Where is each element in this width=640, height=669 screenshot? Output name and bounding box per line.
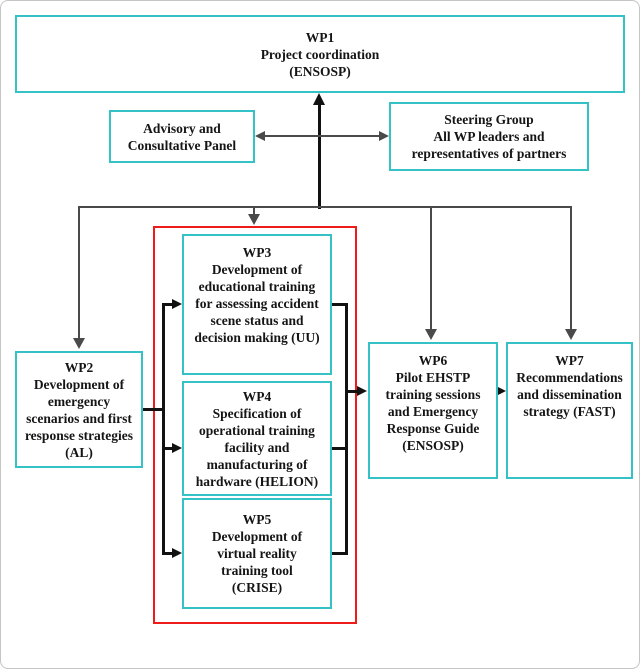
branch-to-wp6 xyxy=(430,206,432,329)
wp2-box: WP2 Development of emergency scenarios a… xyxy=(15,351,143,468)
wp7-box: WP7 Recommendations and dissemination st… xyxy=(506,342,633,479)
wp4-box: WP4 Specification of operational trainin… xyxy=(182,381,332,496)
wp3-title: WP3 xyxy=(242,245,272,260)
steering-group-box: Steering Group All WP leaders and repres… xyxy=(389,102,589,171)
stub-to-wp3 xyxy=(162,303,173,306)
arrow-up-icon xyxy=(313,93,325,105)
line-to-wp6 xyxy=(345,390,358,393)
stub-to-wp5 xyxy=(162,552,173,555)
wp1-vertical-connector xyxy=(318,105,321,209)
right-collector-line xyxy=(345,303,348,555)
wp4-output-line xyxy=(332,447,348,450)
distribution-line xyxy=(78,206,572,208)
arrow-right-icon xyxy=(496,386,506,396)
branch-to-group xyxy=(253,206,255,215)
wp5-box: WP5 Development of virtual reality train… xyxy=(182,498,332,609)
branch-to-wp7 xyxy=(570,206,572,329)
wp1-box: WP1 Project coordination (ENSOSP) xyxy=(15,15,625,93)
left-collector-line xyxy=(162,303,165,555)
arrow-right-icon xyxy=(172,299,182,309)
arrow-right-icon xyxy=(379,131,389,141)
wp1-title: WP1 xyxy=(305,29,335,45)
advisory-panel-box: Advisory and Consultative Panel xyxy=(109,110,255,163)
wp3-output-line xyxy=(332,303,348,306)
wp2-title: WP2 xyxy=(64,359,94,375)
arrow-down-icon xyxy=(248,214,260,225)
arrow-right-icon xyxy=(172,443,182,453)
arrow-down-icon xyxy=(425,329,437,340)
wp7-title: WP7 xyxy=(555,353,584,368)
stub-to-wp4 xyxy=(162,447,173,450)
arrow-right-icon xyxy=(172,548,182,558)
wp3-box: WP3 Development of educational training … xyxy=(182,234,332,375)
arrow-down-icon xyxy=(565,329,577,340)
wp6-title: WP6 xyxy=(418,353,448,368)
wp2-output-line xyxy=(143,408,165,411)
branch-to-wp2 xyxy=(78,206,80,338)
advisory-steering-connector xyxy=(263,135,381,137)
wp3-wp4-wp5-group-outline xyxy=(153,226,357,624)
wp6-box: WP6 Pilot EHSTP training sessions and Em… xyxy=(368,342,498,479)
arrow-right-icon xyxy=(357,386,367,396)
wp5-title: WP5 xyxy=(242,512,272,527)
wp4-title: WP4 xyxy=(242,388,272,404)
arrow-down-icon xyxy=(73,338,85,349)
wp5-output-line xyxy=(332,552,348,555)
arrow-left-icon xyxy=(255,131,265,141)
